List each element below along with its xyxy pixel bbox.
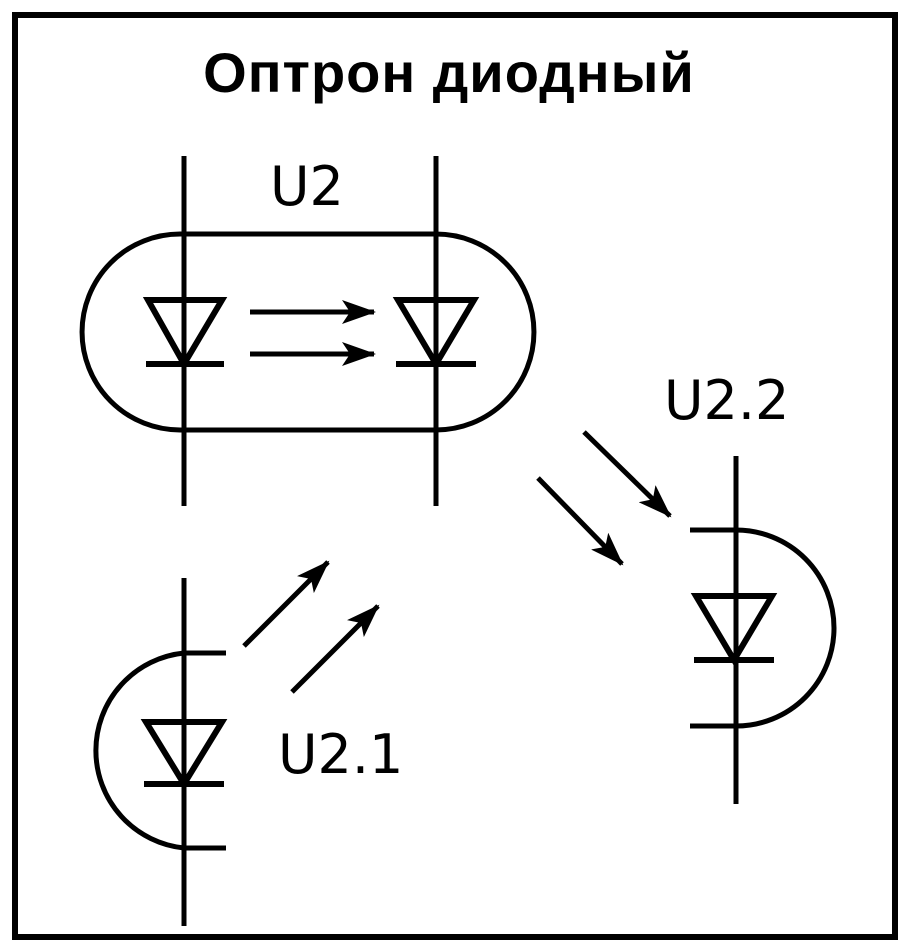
label-combined: U2 <box>270 155 344 218</box>
receiver-symbol <box>536 430 837 804</box>
emitter-diode-triangle <box>142 297 228 370</box>
emitter-half-housing <box>93 650 185 851</box>
receiver-half-housing <box>735 527 837 729</box>
receiver-ray-2 <box>536 476 624 566</box>
emitter-triangle <box>140 719 228 790</box>
label-receiver: U2.2 <box>664 369 790 432</box>
emitter-symbol <box>93 560 380 926</box>
receiver-triangle <box>690 593 778 666</box>
combined-optocoupler-symbol <box>79 156 537 506</box>
emitter-ray-2 <box>290 604 380 694</box>
label-emitter: U2.1 <box>278 723 404 786</box>
diagram-title: Оптрон диодный <box>203 41 695 104</box>
optocoupler-housing <box>79 231 537 433</box>
receiver-ray-1 <box>582 430 672 518</box>
emitter-ray-1 <box>242 560 330 648</box>
receiver-diode-triangle <box>392 297 480 370</box>
